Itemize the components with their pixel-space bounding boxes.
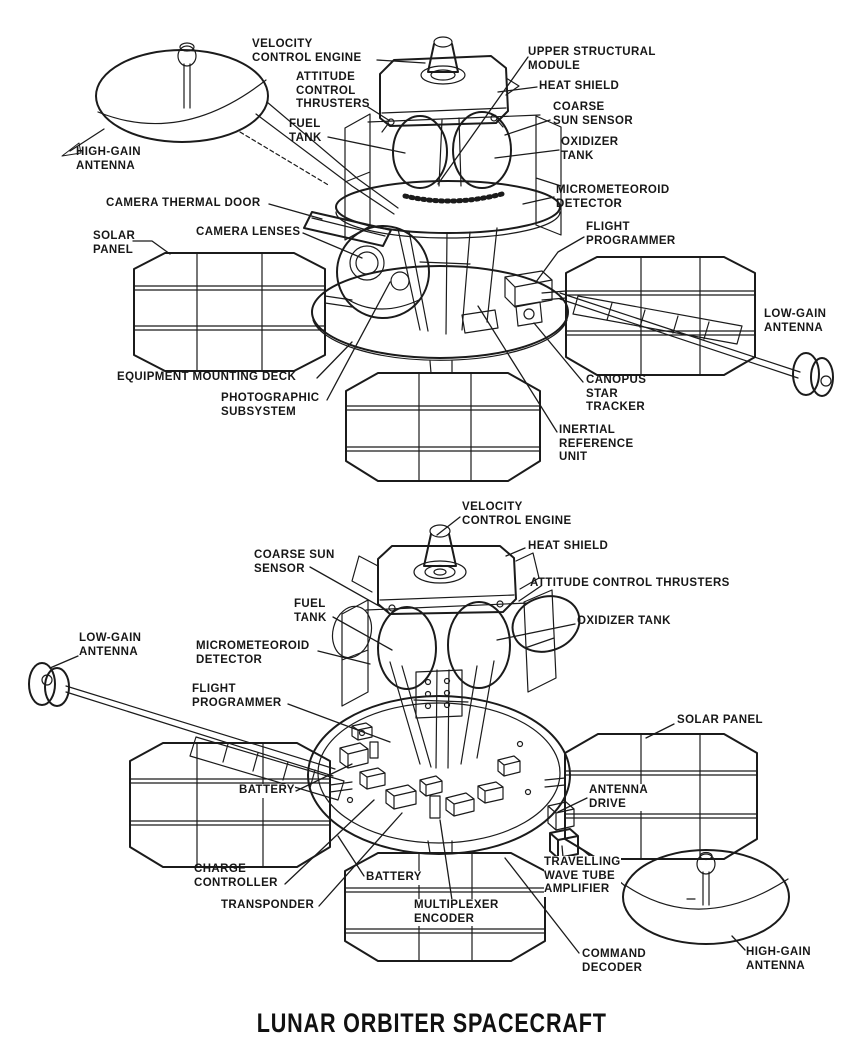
- label-coarse-sun-sensor-top: COARSE SUN SENSOR: [553, 101, 634, 127]
- low-gain-antenna-boom-top: [559, 292, 834, 397]
- label-solar-panel-top: SOLAR PANEL: [93, 230, 136, 256]
- solar-panels-bottom: [129, 733, 758, 962]
- label-canopus-star-tracker: CANOPUS STAR TRACKER: [586, 374, 647, 413]
- label-heat-shield-top: HEAT SHIELD: [539, 80, 620, 92]
- label-fuel-tank-top: FUEL TANK: [289, 118, 322, 144]
- label-travelling-wave-tube-amplifier: TRAVELLING WAVE TUBE AMPLIFIER: [544, 856, 621, 897]
- label-flight-programmer-top: FLIGHT PROGRAMMER: [586, 221, 676, 247]
- label-coarse-sun-sensor-bottom: COARSE SUN SENSOR: [254, 549, 335, 575]
- label-charge-controller: CHARGE CONTROLLER: [194, 863, 278, 889]
- label-micrometeoroid-detector-top: MICROMETEOROID DETECTOR: [556, 184, 670, 210]
- diagram-title-text: LUNAR ORBITER SPACECRAFT: [257, 1008, 607, 1038]
- propellant-tanks-top: [344, 111, 562, 241]
- label-attitude-control-thrusters-top: ATTITUDE CONTROL THRUSTERS: [296, 71, 370, 110]
- label-oxidizer-tank-bottom: OXIDIZER TANK: [577, 615, 671, 627]
- diagram-title: LUNAR ORBITER SPACECRAFT: [0, 1008, 864, 1039]
- label-high-gain-antenna-bottom: HIGH-GAIN ANTENNA: [746, 946, 811, 972]
- velocity-control-engine-nozzle-bottom: [413, 524, 467, 584]
- velocity-control-engine-nozzle: [420, 36, 466, 85]
- bottom-view-drawing: [28, 516, 790, 962]
- label-high-gain-antenna-top: HIGH-GAIN ANTENNA: [76, 146, 141, 172]
- label-antenna-drive: ANTENNA DRIVE: [589, 784, 649, 811]
- top-view-drawing: [61, 36, 834, 482]
- label-fuel-tank-bottom: FUEL TANK: [294, 598, 327, 624]
- label-flight-programmer-bottom: FLIGHT PROGRAMMER: [192, 683, 282, 709]
- label-attitude-control-thrusters-bottom: ATTITUDE CONTROL THRUSTERS: [530, 577, 730, 589]
- label-command-decoder: COMMAND DECODER: [582, 948, 647, 974]
- high-gain-antenna-dish-bottom: [577, 845, 790, 945]
- label-camera-thermal-door: CAMERA THERMAL DOOR: [106, 197, 261, 209]
- label-velocity-control-engine-bottom: VELOCITY CONTROL ENGINE: [462, 501, 572, 527]
- label-equipment-mounting-deck: EQUIPMENT MOUNTING DECK: [117, 371, 297, 383]
- propellant-tanks-bottom: [331, 589, 581, 719]
- label-battery-right: BATTERY: [366, 871, 422, 885]
- upper-structural-module-box: [367, 55, 541, 133]
- equipment-mounting-deck-shape: [311, 265, 569, 361]
- label-upper-structural-module: UPPER STRUCTURAL MODULE: [528, 46, 656, 72]
- leader-lines-top: [61, 56, 585, 433]
- label-low-gain-antenna-bottom: LOW-GAIN ANTENNA: [79, 632, 142, 658]
- high-gain-antenna-dish: [95, 42, 399, 215]
- arrowhead: [61, 142, 82, 157]
- low-gain-antenna-boom-bottom: [28, 662, 345, 801]
- label-photographic-subsystem: PHOTOGRAPHIC SUBSYSTEM: [221, 392, 320, 418]
- label-inertial-reference-unit: INERTIAL REFERENCE UNIT: [559, 424, 634, 463]
- heat-shield-box-bottom: [351, 545, 540, 615]
- label-low-gain-antenna-top: LOW-GAIN ANTENNA: [764, 308, 827, 334]
- mid-ring: [335, 180, 561, 239]
- label-battery-left: BATTERY: [239, 784, 295, 798]
- label-micrometeoroid-detector-bottom: MICROMETEOROID DETECTOR: [196, 640, 310, 666]
- leader-lines-bottom: [49, 516, 746, 954]
- solar-panels-top: [133, 252, 756, 482]
- label-transponder: TRANSPONDER: [221, 899, 315, 911]
- label-heat-shield-bottom: HEAT SHIELD: [528, 540, 609, 552]
- truss-legs-top: [397, 227, 498, 335]
- label-velocity-control-engine-top: VELOCITY CONTROL ENGINE: [252, 38, 362, 64]
- antenna-drive-box: [547, 801, 575, 831]
- label-solar-panel-bottom: SOLAR PANEL: [677, 714, 763, 726]
- label-camera-lenses: CAMERA LENSES: [196, 226, 301, 238]
- label-multiplexer-encoder: MULTIPLEXER ENCODER: [414, 899, 499, 926]
- label-oxidizer-tank-top: OXIDIZER TANK: [561, 136, 619, 162]
